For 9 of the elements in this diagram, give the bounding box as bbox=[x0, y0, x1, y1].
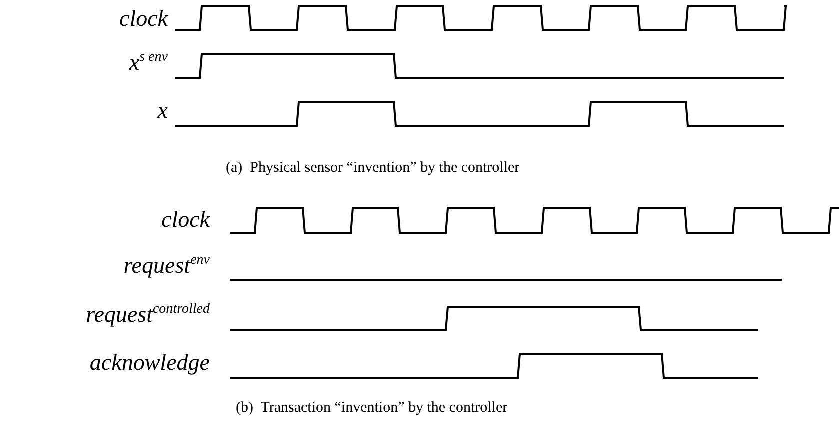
signal-name: request$^{controlled}$ bbox=[86, 302, 210, 328]
signal-name: clock bbox=[119, 6, 168, 32]
caption: (b) Transaction “invention” by the controller bbox=[236, 399, 508, 417]
signal-name: acknowledge bbox=[90, 350, 210, 376]
signal-name: request$^{env}$ bbox=[124, 253, 210, 279]
caption: (a) Physical sensor “invention” by the controller bbox=[226, 159, 520, 177]
signal-name: x bbox=[158, 98, 168, 124]
signal-name: x$^{s env}$ bbox=[129, 50, 168, 76]
signal-name: clock bbox=[161, 207, 210, 233]
